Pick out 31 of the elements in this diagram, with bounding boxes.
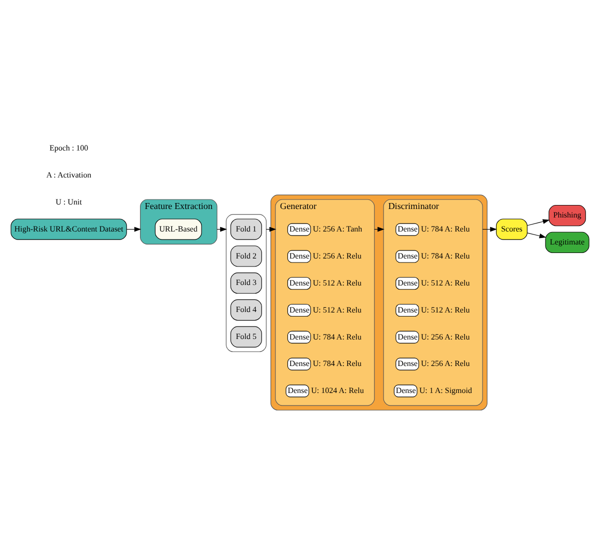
node-label: U: 256 A: Relu — [421, 359, 470, 368]
label: Epoch : 100 — [49, 144, 88, 153]
label: U : Unit — [56, 198, 82, 207]
arrow — [527, 219, 550, 226]
arrow — [527, 232, 546, 238]
node-label: U: 256 A: Relu — [421, 332, 470, 342]
node-box: Legitimate — [545, 232, 590, 254]
node-label: U: 512 A: Relu — [312, 278, 362, 288]
node-box: Scores — [496, 218, 528, 240]
node-box: Fold 5 — [230, 326, 262, 348]
cluster — [270, 194, 488, 410]
label: A : Activation — [46, 170, 92, 180]
node-label: U: 784 A: Relu — [421, 224, 470, 234]
node-label: U: 784 A: Relu — [312, 332, 362, 342]
node-label: U: 512 A: Relu — [421, 278, 470, 288]
node-box: High-Risk URL&Content Dataset — [10, 218, 127, 240]
node-label: U: 1 A: Sigmoid — [419, 386, 472, 396]
node-box: Fold 1 — [230, 218, 262, 240]
cluster — [226, 214, 267, 352]
node-label: U: 784 A: Relu — [312, 359, 362, 368]
node-label: U: 512 A: Relu — [421, 305, 470, 314]
node-box: Fold 3 — [230, 272, 262, 294]
node-box: Fold 2 — [230, 246, 262, 267]
node-label: U: 784 A: Relu — [421, 252, 470, 261]
node-label: U: 256 A: Tanh — [312, 224, 362, 234]
node-label: U: 256 A: Relu — [312, 252, 362, 261]
node-label: U: 1024 A: Relu — [311, 386, 364, 396]
node-box: Fold 4 — [230, 299, 262, 321]
node-box: Phishing — [548, 204, 586, 226]
node-label: U: 512 A: Relu — [312, 305, 362, 314]
node-box: URL-Based — [154, 218, 202, 240]
